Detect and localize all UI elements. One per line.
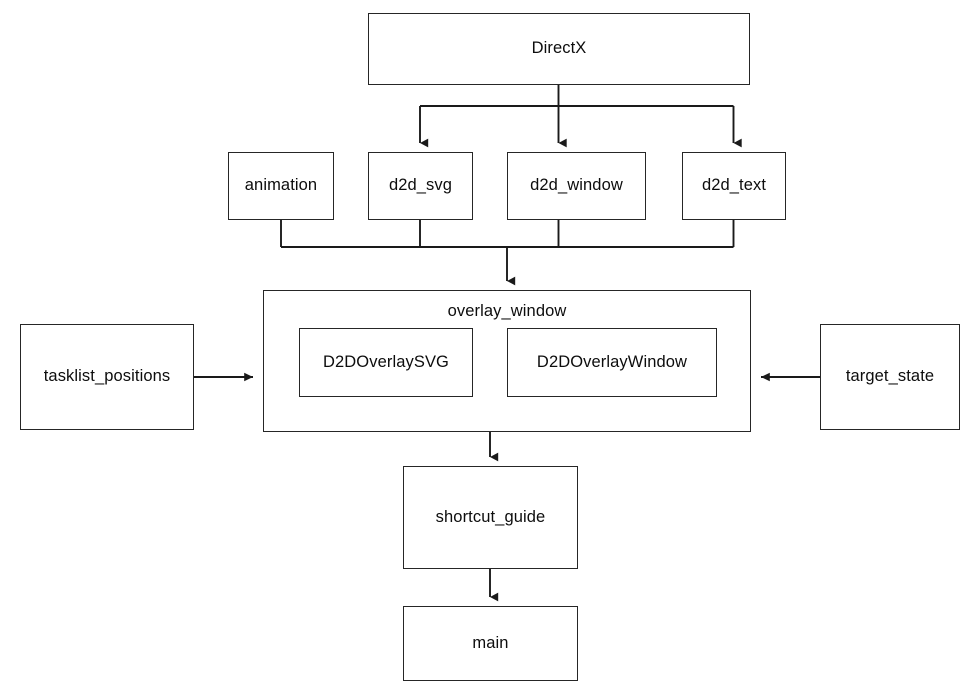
- node-label-target-state: target_state: [845, 367, 935, 386]
- node-label-d2d-overlay-svg: D2DOverlaySVG: [322, 352, 449, 371]
- node-target-state[interactable]: target_state: [820, 324, 960, 430]
- node-label-animation: animation: [244, 176, 318, 195]
- node-animation[interactable]: animation: [228, 152, 334, 220]
- node-label-d2d-text: d2d_text: [701, 176, 767, 195]
- node-label-d2d-overlay-window: D2DOverlayWindow: [536, 352, 688, 371]
- node-d2d-text[interactable]: d2d_text: [682, 152, 786, 220]
- node-label-overlay-window: overlay_window: [447, 302, 567, 320]
- node-shortcut-guide[interactable]: shortcut_guide: [403, 466, 578, 569]
- node-directx[interactable]: DirectX: [368, 13, 750, 85]
- node-label-d2d-window: d2d_window: [530, 176, 623, 195]
- node-overlay-window[interactable]: overlay_window: [263, 290, 751, 432]
- node-label-directx: DirectX: [531, 39, 587, 58]
- node-main[interactable]: main: [403, 606, 578, 681]
- node-d2d-window[interactable]: d2d_window: [507, 152, 646, 220]
- node-label-d2d-svg: d2d_svg: [388, 176, 453, 195]
- node-d2d-svg[interactable]: d2d_svg: [368, 152, 473, 220]
- node-tasklist-positions[interactable]: tasklist_positions: [20, 324, 194, 430]
- node-d2d-overlay-window[interactable]: D2DOverlayWindow: [507, 328, 717, 397]
- node-d2d-overlay-svg[interactable]: D2DOverlaySVG: [299, 328, 473, 397]
- node-label-tasklist-positions: tasklist_positions: [43, 367, 171, 386]
- node-label-shortcut-guide: shortcut_guide: [435, 507, 546, 526]
- node-label-main: main: [472, 633, 509, 652]
